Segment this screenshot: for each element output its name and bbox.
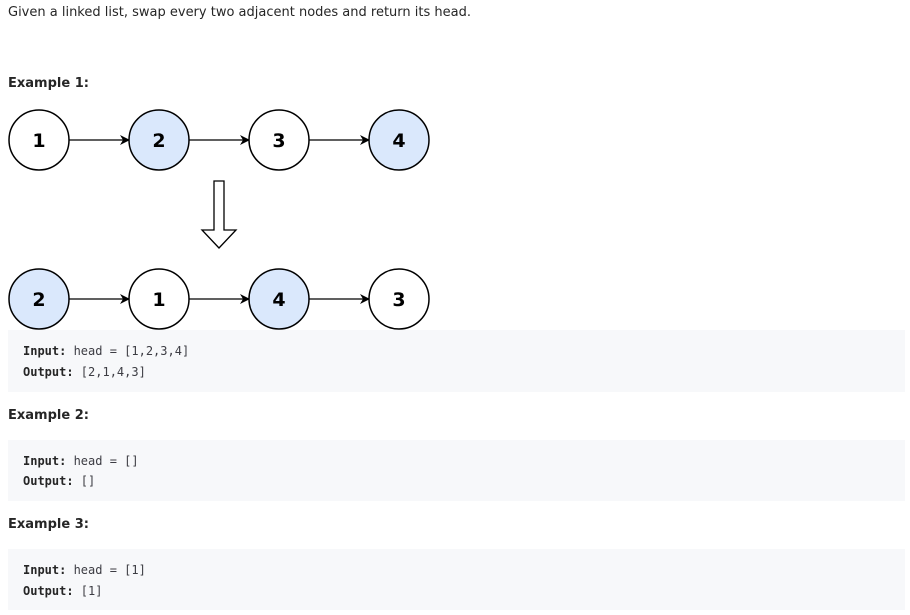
example-3-code-block: Input: head = [1] Output: [1] <box>8 549 905 610</box>
output-label: Output: <box>23 365 74 379</box>
input-label: Input: <box>23 344 67 358</box>
example-2-input-line: Input: head = [] <box>23 454 139 468</box>
input-value: head = [1] <box>66 563 146 577</box>
svg-text:4: 4 <box>392 130 405 152</box>
before-node-3: 3 <box>248 109 310 171</box>
output-value: [2,1,4,3] <box>73 365 146 379</box>
output-label: Output: <box>23 584 74 598</box>
input-label: Input: <box>23 563 67 577</box>
example-3-input-line: Input: head = [1] <box>23 563 146 577</box>
problem-description: Given a linked list, swap every two adja… <box>8 5 471 20</box>
svg-text:3: 3 <box>392 289 405 311</box>
example-1-input-line: Input: head = [1,2,3,4] <box>23 344 189 358</box>
example-2-output-line: Output: [] <box>23 474 95 488</box>
example-2-title: Example 2: <box>8 408 89 423</box>
after-node-2: 1 <box>128 268 190 330</box>
svg-text:4: 4 <box>272 289 285 311</box>
after-node-4: 3 <box>368 268 430 330</box>
svg-text:1: 1 <box>152 289 165 311</box>
down-arrow-icon <box>200 180 238 249</box>
input-value: head = [] <box>66 454 139 468</box>
linked-list-swap-diagram: 1 2 3 4 2 1 4 3 <box>8 109 430 330</box>
before-node-1: 1 <box>8 109 70 171</box>
output-label: Output: <box>23 474 74 488</box>
example-3-output-line: Output: [1] <box>23 584 102 598</box>
before-node-2: 2 <box>128 109 190 171</box>
svg-text:3: 3 <box>272 130 285 152</box>
svg-text:2: 2 <box>32 289 45 311</box>
output-value: [] <box>73 474 96 488</box>
input-label: Input: <box>23 454 67 468</box>
example-1-title: Example 1: <box>8 76 89 91</box>
example-3-title: Example 3: <box>8 517 89 532</box>
before-node-4: 4 <box>368 109 430 171</box>
example-1-output-line: Output: [2,1,4,3] <box>23 365 146 379</box>
after-node-1: 2 <box>8 268 70 330</box>
svg-text:2: 2 <box>152 130 165 152</box>
example-2-code-block: Input: head = [] Output: [] <box>8 440 905 501</box>
input-value: head = [1,2,3,4] <box>66 344 190 358</box>
svg-text:1: 1 <box>32 130 45 152</box>
output-value: [1] <box>73 584 103 598</box>
after-node-3: 4 <box>248 268 310 330</box>
example-1-code-block: Input: head = [1,2,3,4] Output: [2,1,4,3… <box>8 330 905 392</box>
